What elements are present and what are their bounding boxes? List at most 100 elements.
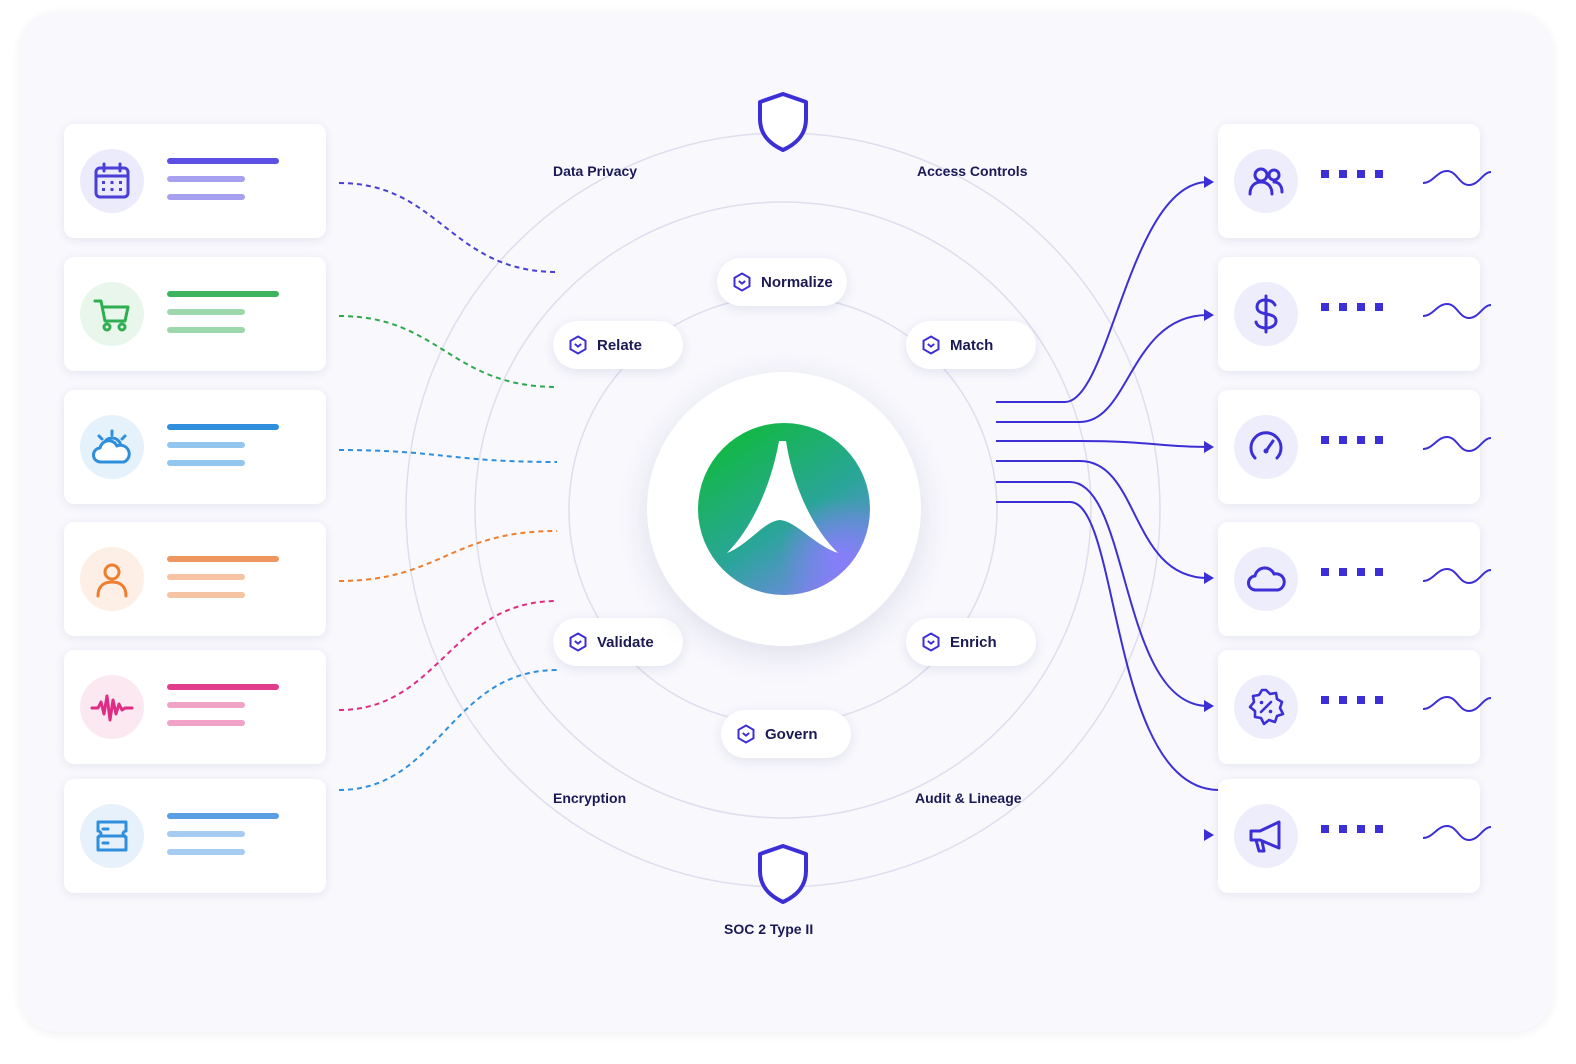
destination-icon-wrap: [1234, 149, 1298, 213]
hexagon-icon: [922, 632, 940, 652]
database-card-icon: [96, 820, 128, 852]
hexagon-icon: [569, 335, 587, 355]
source-icon-wrap: [80, 547, 144, 611]
shield-top-icon: [758, 92, 808, 152]
output-connector-badge: [996, 481, 1209, 707]
source-icon-wrap: [80, 149, 144, 213]
output-connector-gauge: [996, 440, 1209, 448]
dot-row: [1321, 825, 1383, 833]
wave-line: [1422, 567, 1492, 585]
source-connector-database: [338, 669, 558, 791]
text-line: [167, 158, 279, 164]
text-line: [167, 720, 245, 726]
arrow-head-megaphone: [1204, 829, 1214, 841]
step-label: Enrich: [950, 633, 997, 651]
source-icon-wrap: [80, 804, 144, 868]
destination-card-users: [1218, 124, 1492, 238]
text-line: [167, 556, 279, 562]
destination-card-discount: [1218, 650, 1492, 764]
shield-bottom-icon: [758, 844, 808, 904]
source-card-calendar: [64, 124, 326, 238]
text-line: [167, 592, 245, 598]
destination-card-dollar: [1218, 257, 1492, 371]
arrow-head-users: [1204, 176, 1214, 188]
text-line: [167, 460, 245, 466]
text-line: [167, 702, 245, 708]
source-icon-wrap: [80, 675, 144, 739]
stylized-a-logo: [698, 423, 870, 595]
users-icon: [1248, 167, 1284, 196]
source-icon-wrap: [80, 415, 144, 479]
source-card-database: [64, 779, 326, 893]
text-line: [167, 309, 245, 315]
dot-row: [1321, 696, 1383, 704]
dot-row: [1321, 170, 1383, 178]
destination-card-gauge: [1218, 390, 1492, 504]
core-hub: [647, 372, 921, 646]
source-card-weather: [64, 390, 326, 504]
hexagon-icon: [922, 335, 940, 355]
text-line: [167, 574, 245, 580]
output-connector-cloud: [996, 460, 1209, 579]
dollar-icon: [1254, 294, 1278, 334]
destination-icon-wrap: [1234, 804, 1298, 868]
step-enrich: Enrich: [906, 618, 1036, 666]
step-label: Validate: [597, 633, 654, 651]
source-connector-user: [338, 530, 558, 582]
text-line: [167, 684, 279, 690]
pulse-icon: [90, 694, 134, 722]
hexagon-icon: [733, 272, 751, 292]
label-encryption: Encryption: [553, 790, 627, 806]
hexagon-icon: [737, 724, 755, 744]
dot-row: [1321, 568, 1383, 576]
destination-card-megaphone: [1218, 779, 1492, 893]
output-connector-dollar: [996, 314, 1209, 423]
text-line: [167, 442, 245, 448]
source-connector-calendar: [338, 182, 558, 273]
text-line: [167, 424, 279, 430]
source-connector-pulse: [338, 600, 558, 711]
text-line: [167, 291, 279, 297]
text-line: [167, 176, 245, 182]
step-match: Match: [906, 321, 1036, 369]
cart-icon: [93, 299, 130, 332]
arrow-head-dollar: [1204, 309, 1214, 321]
destination-icon-wrap: [1234, 675, 1298, 739]
label-access-controls: Access Controls: [917, 163, 1028, 179]
dot-row: [1321, 436, 1383, 444]
calendar-icon: [94, 162, 130, 199]
output-connector-megaphone: [996, 501, 1219, 791]
destination-card-cloud: [1218, 522, 1492, 636]
wave-line: [1422, 435, 1492, 453]
source-card-user: [64, 522, 326, 636]
discount-badge-icon: [1248, 688, 1285, 726]
step-label: Match: [950, 336, 994, 354]
step-label: Normalize: [761, 273, 833, 291]
destination-icon-wrap: [1234, 547, 1298, 611]
user-icon: [96, 563, 128, 598]
cloud-icon: [1247, 566, 1286, 592]
wave-line: [1422, 824, 1492, 842]
source-icon-wrap: [80, 282, 144, 346]
text-line: [167, 813, 279, 819]
arrow-head-gauge: [1204, 441, 1214, 453]
middle-ring: [474, 201, 1092, 819]
wave-line: [1422, 302, 1492, 320]
label-soc2: SOC 2 Type II: [724, 921, 814, 937]
destination-icon-wrap: [1234, 415, 1298, 479]
arrow-head-badge: [1204, 700, 1214, 712]
destination-icon-wrap: [1234, 282, 1298, 346]
cloud-sun-icon: [92, 429, 131, 464]
text-line: [167, 194, 245, 200]
source-connector-cart: [338, 315, 558, 388]
source-card-pulse: [64, 650, 326, 764]
wave-line: [1422, 169, 1492, 187]
arrow-head-cloud: [1204, 572, 1214, 584]
hexagon-icon: [569, 632, 587, 652]
step-label: Govern: [765, 725, 818, 743]
source-connector-weather: [338, 449, 558, 463]
text-line: [167, 849, 245, 855]
output-connector-users: [996, 181, 1209, 403]
gauge-icon: [1249, 431, 1283, 460]
